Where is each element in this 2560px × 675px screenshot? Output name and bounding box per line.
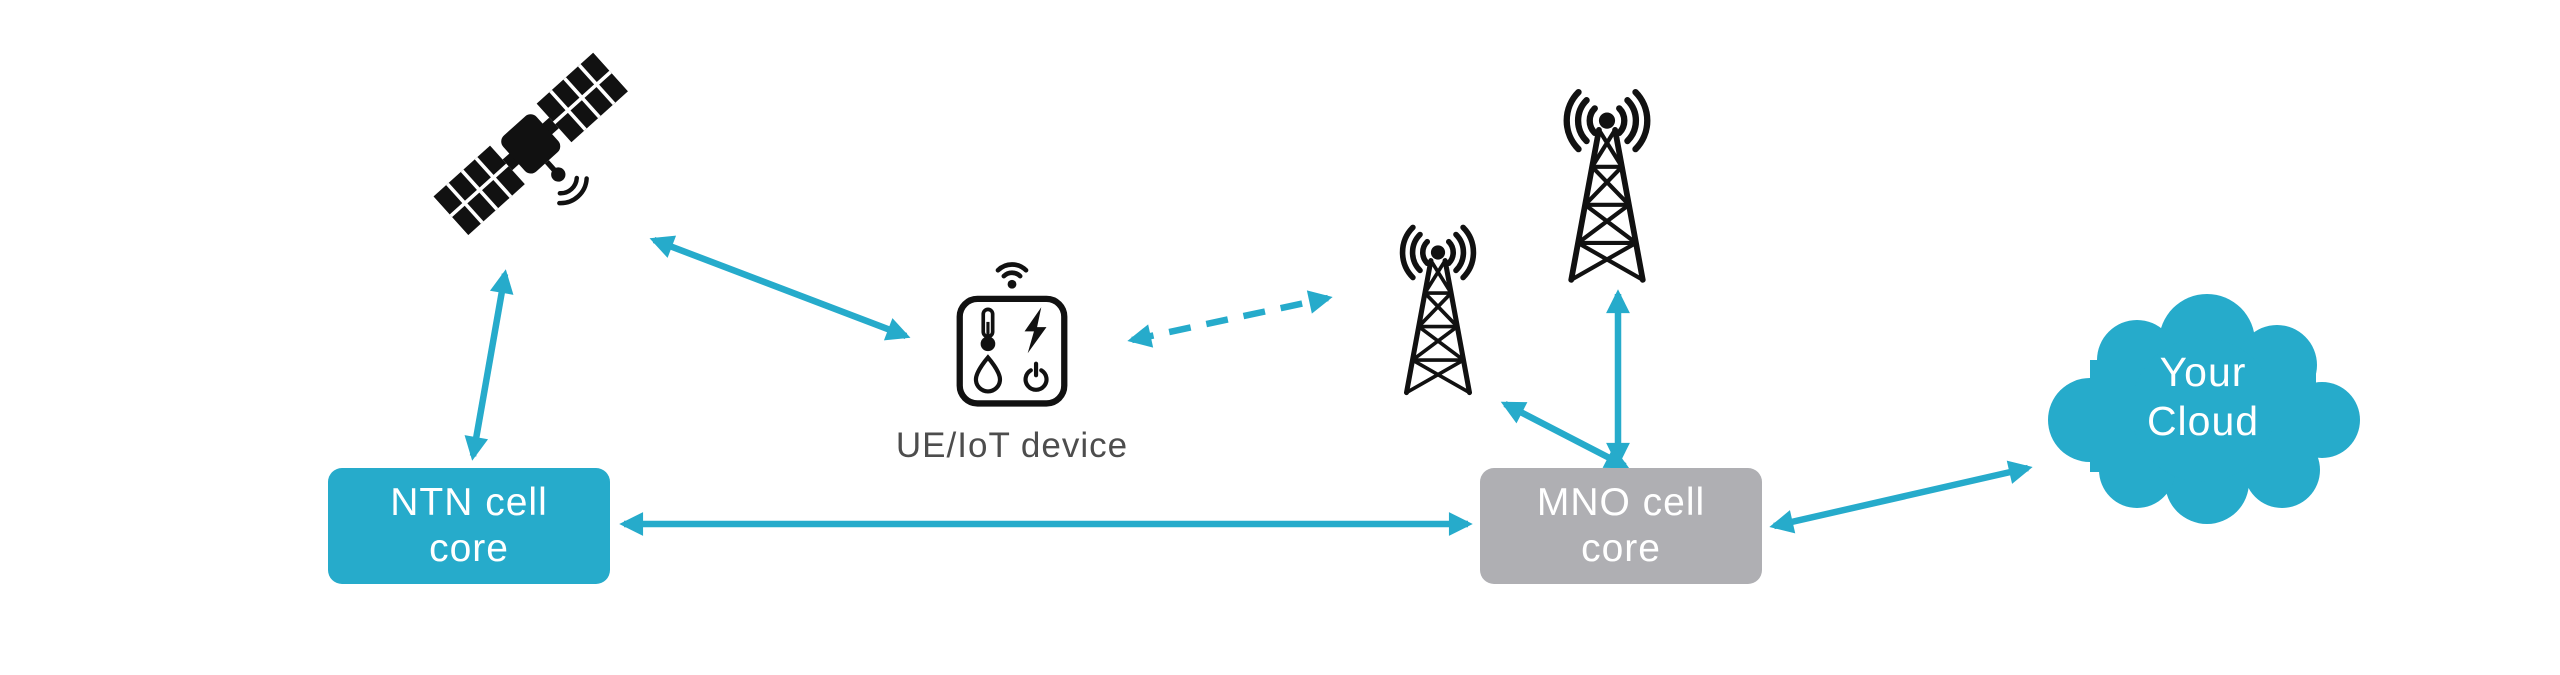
cell-tower-graphic <box>1399 224 1477 396</box>
thermometer-icon <box>980 307 996 352</box>
arrow-satellite-ue-device <box>649 235 911 341</box>
wifi-icon <box>995 262 1029 289</box>
cell-tower-graphic <box>1563 88 1651 283</box>
tower-signal-waves <box>1563 88 1651 153</box>
arrow-mno-core-tower-small <box>1500 401 1630 469</box>
cloud-icon <box>2048 294 2360 524</box>
power-icon <box>1023 361 1049 392</box>
satellite-graphic <box>433 52 629 236</box>
iot-device-icon <box>956 262 1068 407</box>
satellite-icon <box>406 23 668 280</box>
arrow-mno-core-cloud <box>1769 460 2033 534</box>
lightning-icon <box>1024 307 1047 354</box>
your-cloud-node: Your Cloud <box>2042 270 2364 532</box>
satellite-signal-waves <box>557 175 589 206</box>
your-cloud-label: Your Cloud <box>2146 348 2260 444</box>
cell-tower-large-icon <box>1532 86 1682 293</box>
ue-device-label: UE/IoT device <box>895 426 1129 466</box>
iot-device-node: UE/IoT device <box>896 255 1127 466</box>
ntn-cell-core-box: NTN cell core <box>328 468 610 584</box>
ntn-cell-core-label: NTN cell core <box>390 480 548 570</box>
cell-tower-small-icon <box>1372 222 1504 405</box>
tower-signal-waves <box>1399 224 1477 281</box>
mno-cell-core-box: MNO cell core <box>1480 468 1762 584</box>
mno-cell-core-label: MNO cell core <box>1536 480 1706 570</box>
arrow-satellite-ntn-core <box>464 269 514 461</box>
arrow-ue-device-tower-dashed <box>1127 290 1333 348</box>
water-drop-icon <box>973 354 1003 394</box>
